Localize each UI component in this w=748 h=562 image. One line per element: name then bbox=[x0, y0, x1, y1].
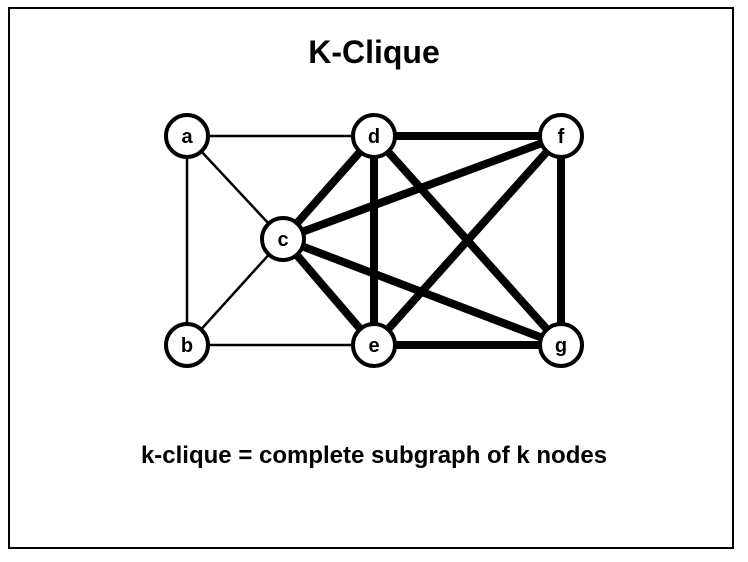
slide-title: K-Clique bbox=[308, 34, 440, 70]
node-label-e: e bbox=[368, 335, 379, 357]
node-label-g: g bbox=[555, 335, 567, 357]
edge-b-c bbox=[186, 238, 284, 346]
edge-c-e bbox=[279, 236, 378, 348]
edges-layer bbox=[185, 132, 565, 349]
node-circle-c bbox=[260, 216, 306, 262]
nodes-layer: a b c d e f g bbox=[164, 113, 584, 368]
node-circle-e bbox=[351, 322, 397, 368]
node-circle-b bbox=[164, 322, 210, 368]
edge-e-f bbox=[371, 133, 564, 348]
node-circle-d bbox=[351, 113, 397, 159]
node-circle-g bbox=[538, 322, 584, 368]
node-f: f bbox=[538, 113, 584, 159]
node-label-b: b bbox=[181, 335, 193, 357]
edge-a-c bbox=[186, 135, 284, 240]
node-label-f: f bbox=[558, 126, 565, 148]
node-label-d: d bbox=[368, 126, 380, 148]
node-a: a bbox=[164, 113, 210, 159]
node-g: g bbox=[538, 322, 584, 368]
slide-caption: k-clique = complete subgraph of k nodes bbox=[140, 442, 608, 469]
node-label-a: a bbox=[181, 126, 193, 148]
node-c: c bbox=[260, 216, 306, 262]
node-d: d bbox=[351, 113, 397, 159]
node-circle-a bbox=[164, 113, 210, 159]
node-circle-f bbox=[538, 113, 584, 159]
node-e: e bbox=[351, 322, 397, 368]
node-label-c: c bbox=[277, 229, 288, 251]
node-b: b bbox=[164, 322, 210, 368]
